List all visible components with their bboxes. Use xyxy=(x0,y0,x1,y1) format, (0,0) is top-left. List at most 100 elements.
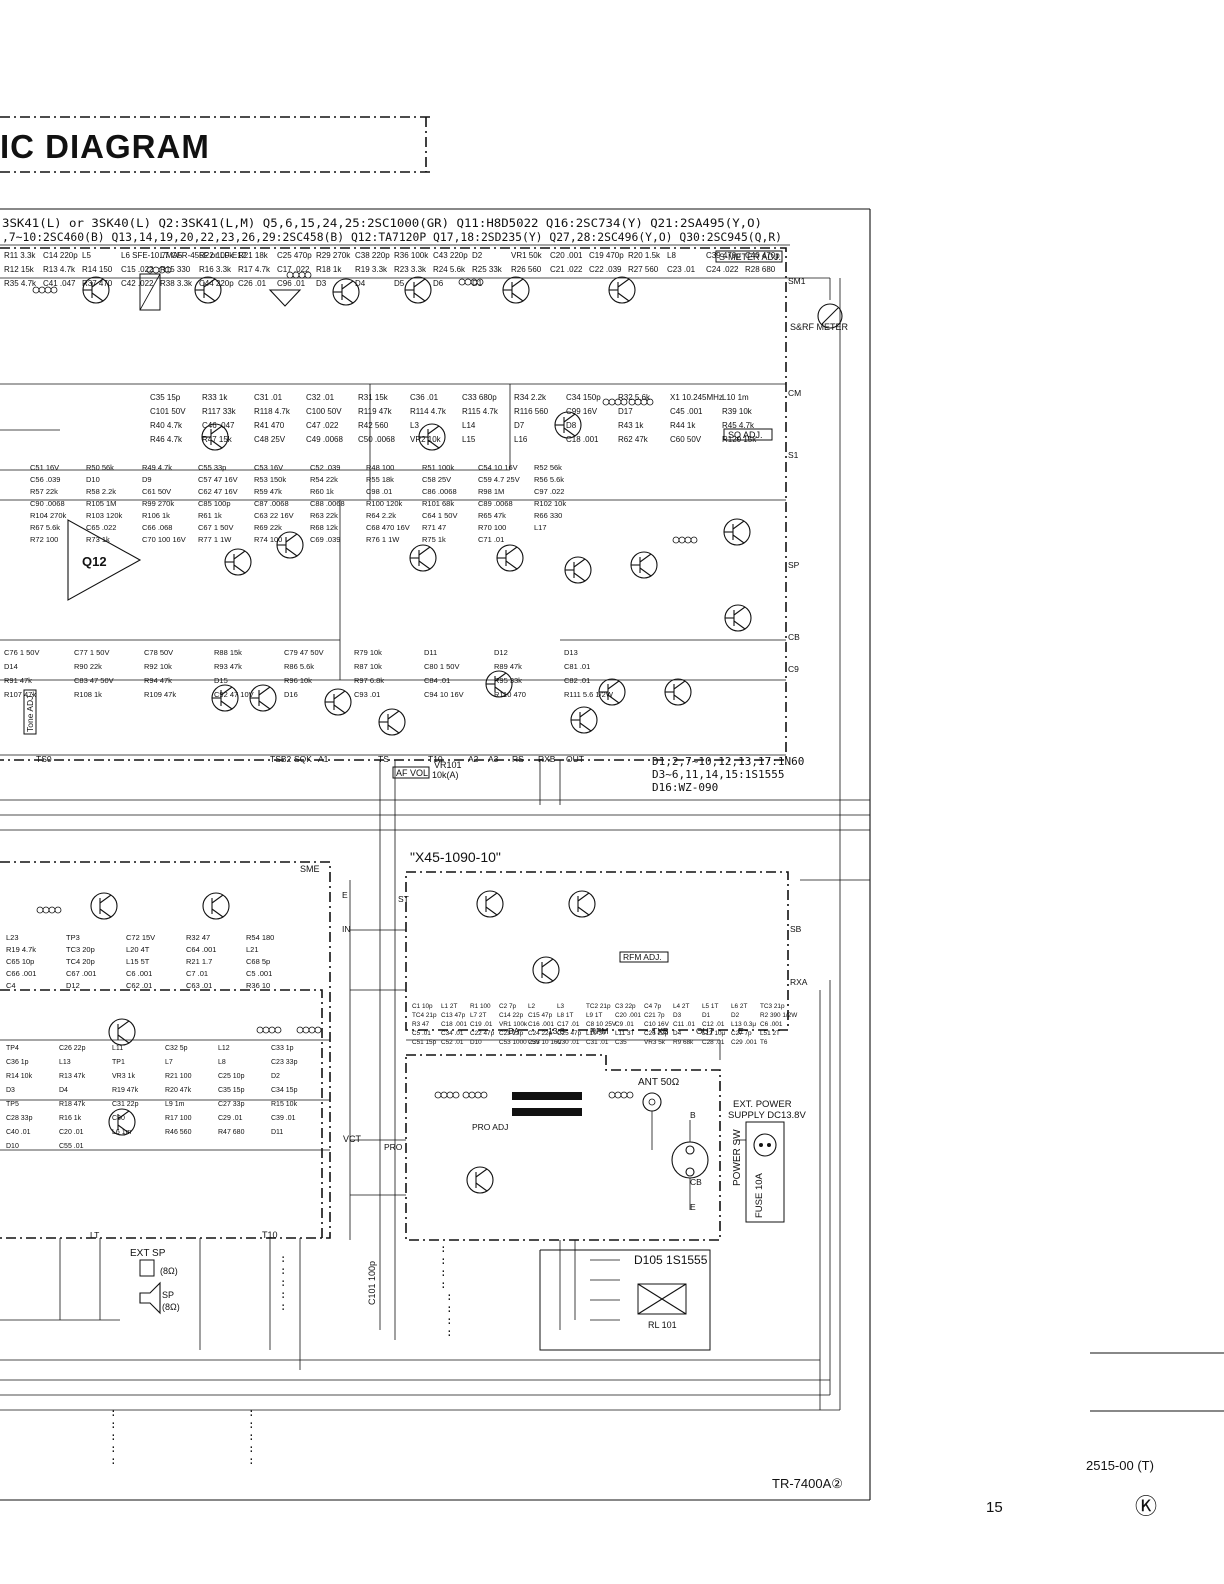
transistor-q6 xyxy=(404,276,432,304)
component-label: L4 2T xyxy=(673,1003,689,1010)
component-label: R118 4.7k xyxy=(254,407,291,416)
component-label: R39 10k xyxy=(722,407,753,416)
component-label: R58 2.2k xyxy=(86,487,116,496)
component-label: C94 10 16V xyxy=(424,690,464,699)
header-line-2: ,7~10:2SC460(B) Q13,14,19,20,22,23,26,29… xyxy=(2,231,782,244)
terminal-label: B xyxy=(690,1110,696,1120)
component-label: R87 10k xyxy=(354,662,382,671)
component-label: R12 15k xyxy=(4,265,35,274)
component-label: C55 .01 xyxy=(59,1143,84,1150)
component-label: C82 .01 xyxy=(564,676,590,685)
component-label: C28 33p xyxy=(6,1115,33,1122)
component-label: D10 xyxy=(86,475,100,484)
pa-table-sep: : xyxy=(446,1290,453,1303)
component-label: L13 0.3μ xyxy=(731,1021,756,1028)
component-label: L6 1m xyxy=(112,1129,132,1136)
component-label: C13 47p xyxy=(441,1012,466,1019)
component-label: C55 33p xyxy=(198,463,226,472)
pa-transistor-q1 xyxy=(476,890,504,918)
component-label: R105 1M xyxy=(86,499,116,508)
component-label: R3 47 xyxy=(412,1021,429,1028)
component-label: L3 xyxy=(557,1003,565,1010)
component-label: L15 xyxy=(462,435,476,444)
component-label: C70 100 16V xyxy=(142,535,186,544)
tone-adj-label: Tone ADJ. xyxy=(25,693,35,732)
tx-transistor-q14 xyxy=(90,892,118,920)
component-label: R90 22k xyxy=(74,662,102,671)
component-label: C27 7p xyxy=(731,1030,752,1037)
terminal-label: LT xyxy=(90,1230,99,1240)
component-label: D10 xyxy=(470,1039,482,1046)
component-label: C3 22p xyxy=(615,1003,636,1010)
component-label: C40 .01 xyxy=(6,1129,31,1136)
component-label: C98 .01 xyxy=(366,487,392,496)
fuse-label: FUSE 10A xyxy=(754,1172,765,1218)
transistor-q9 xyxy=(608,276,636,304)
component-label: R37 470 xyxy=(82,279,113,288)
component-label: C80 1 50V xyxy=(424,662,459,671)
pa-module-label: "X45-1090-10" xyxy=(410,849,501,865)
component-label: X1 10.245MHz xyxy=(670,393,723,402)
component-label: C62 .01 xyxy=(126,981,152,990)
component-label: R34 2.2k xyxy=(514,393,547,402)
tx-diode-sep: : xyxy=(280,1265,286,1277)
component-label: R47 15k xyxy=(202,435,233,444)
component-label: C81 .01 xyxy=(564,662,590,671)
component-label: C52 .01 xyxy=(441,1039,464,1046)
transistor-q14 xyxy=(276,531,304,559)
component-label: R25 33k xyxy=(472,265,503,274)
transistor-q30 xyxy=(570,706,598,734)
vct-label: VCT xyxy=(343,1134,362,1144)
component-label: C66 .068 xyxy=(142,523,172,532)
component-label: R32 47 xyxy=(186,933,210,942)
component-label: C44 220p xyxy=(199,279,234,288)
component-label: R115 4.7k xyxy=(462,407,499,416)
component-label: D14 xyxy=(4,662,18,671)
transistor-q26 xyxy=(485,670,513,698)
transistor-q17 xyxy=(723,518,751,546)
component-label: C52 .039 xyxy=(310,463,340,472)
sp-label: SP xyxy=(162,1290,174,1300)
component-label: C16 .001 xyxy=(528,1021,554,1028)
pa-table-sep: : xyxy=(446,1302,453,1315)
component-label: R21 1.7 xyxy=(186,957,212,966)
component-label: D13 xyxy=(564,648,578,657)
component-label: L8 xyxy=(218,1059,226,1066)
component-label: D11 xyxy=(424,648,437,657)
rfm-adj-label: RFM ADJ. xyxy=(623,952,662,962)
component-label: C41 .047 xyxy=(43,279,76,288)
component-label: C40 470p xyxy=(745,251,780,260)
component-label: L11 3T xyxy=(615,1030,635,1037)
component-label: TP5 xyxy=(6,1101,19,1108)
pa-table-sep: : xyxy=(440,1242,447,1255)
component-label: L15 5T xyxy=(126,957,150,966)
terminal-label: SB xyxy=(790,924,802,934)
component-label: C24 .022 xyxy=(706,265,739,274)
component-label: R21 18k xyxy=(238,251,269,260)
component-label: R15 330 xyxy=(160,265,191,274)
component-label: C31 .01 xyxy=(586,1039,609,1046)
pa-table-sep: : xyxy=(446,1314,453,1327)
component-label: C68 470 16V xyxy=(366,523,410,532)
component-label: TP1 xyxy=(112,1059,125,1066)
component-label: C51 16V xyxy=(30,463,59,472)
component-label: L20 4T xyxy=(126,945,150,954)
component-label: L13 xyxy=(59,1059,71,1066)
pro-adj-label: PRO ADJ xyxy=(472,1122,508,1132)
component-label: L10 1m xyxy=(722,393,749,402)
component-label: L23 xyxy=(6,933,19,942)
component-label: R42 560 xyxy=(358,421,389,430)
mod-unit-border xyxy=(0,989,323,1238)
component-label: C71 .01 xyxy=(478,535,504,544)
terminal-label: IN xyxy=(342,924,351,934)
transistor-q3 xyxy=(82,276,110,304)
transistor-q10 xyxy=(554,411,582,439)
component-label: C36 .01 xyxy=(410,393,439,402)
component-label: D8 xyxy=(566,421,577,430)
d105-label: D105 1S1555 xyxy=(634,1253,708,1267)
component-label: VR2 10k xyxy=(410,435,442,444)
component-label: C57 47 16V xyxy=(198,475,238,484)
transistor-q13 xyxy=(224,548,252,576)
component-label: C28 .01 xyxy=(702,1039,725,1046)
